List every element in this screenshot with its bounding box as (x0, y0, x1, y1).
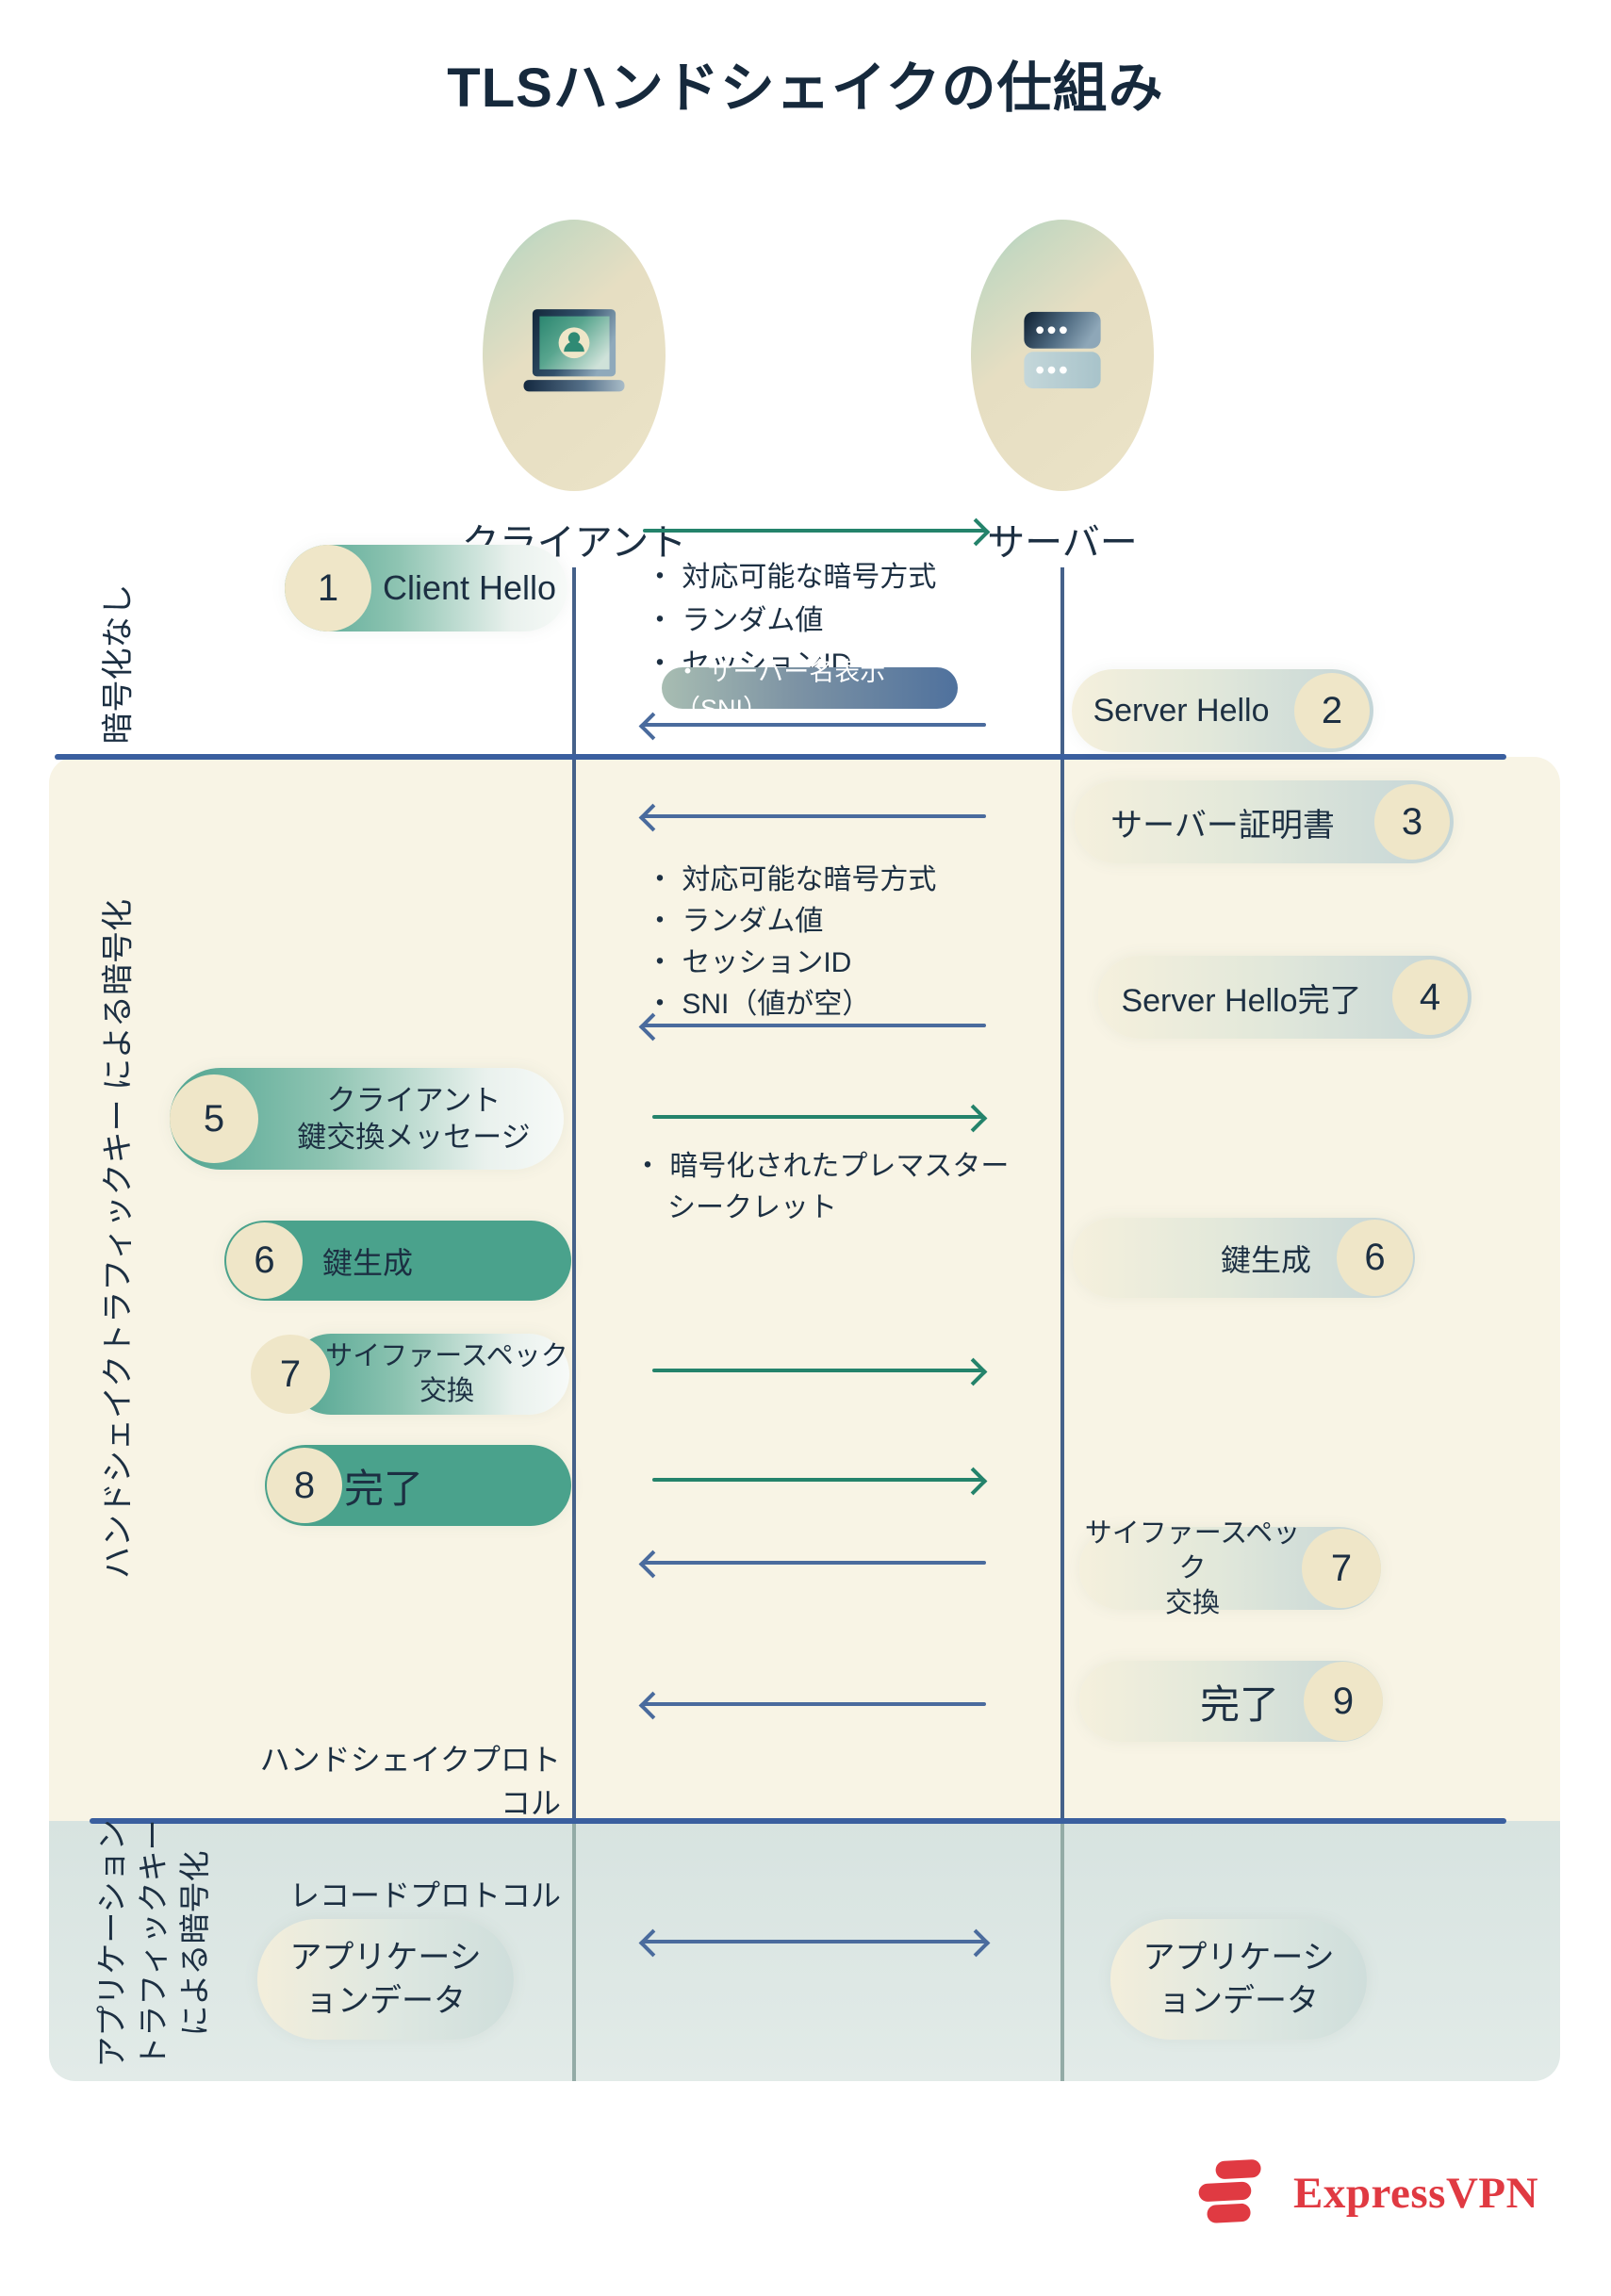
step-number-badge: 2 (1294, 673, 1370, 748)
step-number-badge: 6 (1337, 1220, 1413, 1296)
client-to-server-arrow (650, 1467, 988, 1496)
step-cipher-spec-client: 7 サイファースペック 交換 (251, 1334, 569, 1415)
step-label: サイファースペック 交換 (325, 1341, 568, 1406)
step-finished-server: 完了 9 (1079, 1661, 1383, 1742)
detail-item: ・ 対応可能な暗号方式 (646, 864, 937, 895)
step-label: Client Hello (382, 568, 557, 607)
step-number-badge: 8 (267, 1448, 342, 1523)
section-divider-2 (90, 1818, 1506, 1824)
server-hello-details: ・ 対応可能な暗号方式 ・ ランダム値 ・ セッションID ・ SNI（値が空） (646, 860, 936, 1025)
server-bubble (971, 220, 1154, 491)
detail-item: ・ 暗号化されたプレマスター (633, 1151, 1010, 1182)
client-timeline (572, 567, 576, 1821)
step-label: 鍵生成 (322, 1245, 414, 1280)
server-timeline (1060, 567, 1064, 1821)
bidirectional-arrow (638, 1928, 991, 1958)
premaster-secret-details: ・ 暗号化されたプレマスター シークレット (633, 1146, 1009, 1229)
page-title: TLSハンドシェイクの仕組み (447, 57, 1164, 119)
server-stack-icon (1012, 308, 1112, 403)
step-label: サーバー証明書 (1110, 807, 1335, 844)
server-label: サーバー (987, 522, 1138, 564)
client-to-server-arrow (650, 1357, 988, 1386)
detail-item: ・ 対応可能な暗号方式 (646, 562, 937, 593)
server-to-client-arrow (638, 803, 988, 832)
step-client-hello: 1 Client Hello (285, 545, 567, 631)
client-bubble (483, 220, 666, 491)
detail-item: ・ SNI（値が空） (646, 989, 871, 1020)
step-label: サイファースペック 交換 (1084, 1517, 1301, 1618)
section-divider-1 (55, 754, 1506, 760)
step-number-badge: 3 (1374, 784, 1450, 860)
application-data-client: アプリケーシ ョンデータ (257, 1919, 514, 2040)
step-label: クライアント 鍵交換メッセージ (297, 1084, 531, 1154)
record-protocol-label: レコードプロトコル (288, 1878, 561, 1912)
step-number-badge: 6 (226, 1222, 303, 1299)
server-timeline-lower (1060, 1821, 1064, 2081)
step-number-badge: 5 (170, 1074, 258, 1163)
server-to-client-arrow (638, 1012, 988, 1041)
detail-item: ・ ランダム値 (646, 605, 824, 636)
client-to-server-arrow (650, 1104, 988, 1133)
step-label: 完了 (1199, 1681, 1279, 1727)
step-key-generation-server: 鍵生成 6 (1073, 1218, 1415, 1298)
server-to-client-arrow (638, 1550, 988, 1579)
handshake-protocol-label: ハンドシェイクプロトコル (259, 1743, 561, 1820)
detail-item: ・ ランダム値 (646, 906, 824, 937)
server-to-client-arrow (638, 712, 988, 741)
step-client-key-exchange: 5 クライアント 鍵交換メッセージ (170, 1068, 564, 1170)
section-label-application-key: アプリケーション トラフィックキー による暗号化 (94, 1819, 212, 2068)
sni-highlight-pill: ・ サーバー名表示（SNI） (662, 658, 958, 723)
detail-item: ・ セッションID (646, 947, 852, 978)
client-timeline-lower (572, 1821, 576, 2081)
application-data-server: アプリケーシ ョンデータ (1110, 1919, 1367, 2040)
step-server-hello-done: Server Hello完了 4 (1098, 956, 1471, 1039)
step-number-badge: 9 (1304, 1662, 1383, 1741)
server-to-client-arrow (638, 1691, 988, 1720)
step-label: 完了 (344, 1466, 424, 1511)
laptop-user-icon (517, 307, 632, 404)
client-to-server-arrow (641, 517, 991, 547)
step-label: Server Hello完了 (1121, 982, 1362, 1019)
step-label: Server Hello (1093, 692, 1270, 729)
step-label: 鍵生成 (1220, 1242, 1311, 1277)
step-number-badge: 4 (1392, 959, 1468, 1035)
step-label: アプリケーシ ョンデータ (289, 1940, 482, 2019)
step-label: アプリケーシ ョンデータ (1142, 1940, 1335, 2019)
step-server-certificate: サーバー証明書 3 (1075, 780, 1454, 863)
step-number-badge: 7 (1302, 1529, 1381, 1608)
expressvpn-logo-icon (1193, 2158, 1284, 2234)
step-server-hello: Server Hello 2 (1072, 669, 1373, 752)
detail-item: シークレット (667, 1192, 837, 1223)
step-key-generation-client: 6 鍵生成 (224, 1221, 571, 1301)
step-cipher-spec-server: サイファースペック 交換 7 (1079, 1518, 1381, 1618)
step-number-badge: 1 (285, 545, 371, 631)
step-number-badge: 7 (251, 1335, 330, 1414)
expressvpn-wordmark: ExpressVPN (1293, 2169, 1539, 2218)
step-finished-client: 8 完了 (265, 1445, 571, 1526)
